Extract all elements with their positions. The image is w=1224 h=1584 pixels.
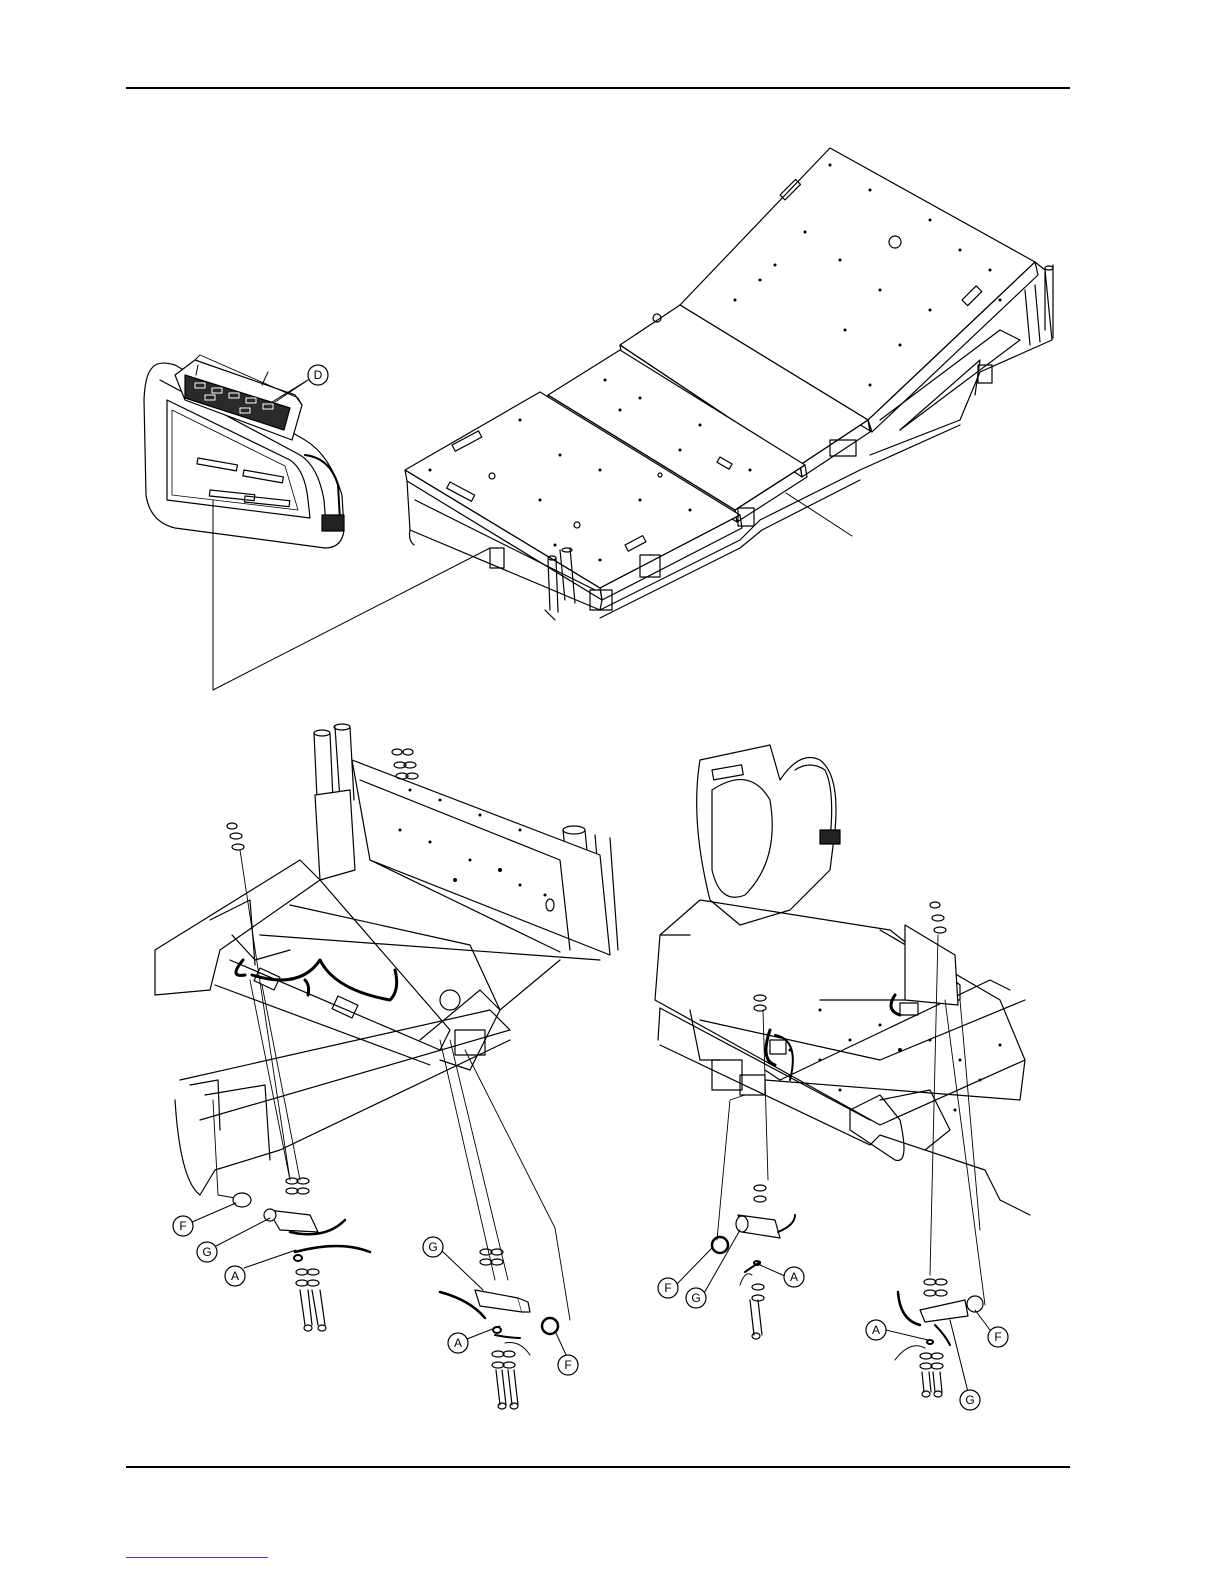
callout-a4-label: A (872, 1323, 880, 1337)
callout-f2-label: F (564, 1358, 571, 1372)
callout-f-left: F (173, 1216, 193, 1236)
callout-g1-label: G (202, 1245, 211, 1259)
callout-g2-label: G (428, 1240, 437, 1254)
callout-a-right-bottom: A (866, 1320, 886, 1340)
callout-a3-label: A (790, 1270, 798, 1284)
callout-f-mid: F (558, 1355, 578, 1375)
callout-g-left: G (197, 1242, 217, 1262)
callout-f-right-bottom: F (988, 1327, 1008, 1347)
callout-d: D (308, 365, 328, 385)
callout-a-mid: A (448, 1333, 468, 1353)
callout-a2-label: A (454, 1336, 462, 1350)
callout-a1-label: A (231, 1269, 239, 1283)
callout-a-right-top: A (784, 1267, 804, 1287)
callout-f-right: F (658, 1278, 678, 1298)
callout-d-label: D (314, 368, 323, 382)
callout-f4-label: F (994, 1330, 1001, 1344)
callout-g-right: G (686, 1288, 706, 1308)
callout-g3-label: G (691, 1291, 700, 1305)
callout-g4-label: G (965, 1393, 974, 1407)
callout-g-mid: G (423, 1237, 443, 1257)
callout-a-left: A (225, 1266, 245, 1286)
callout-f1-label: F (179, 1219, 186, 1233)
callout-f3-label: F (664, 1281, 671, 1295)
callout-g-right-bottom: G (960, 1390, 980, 1410)
